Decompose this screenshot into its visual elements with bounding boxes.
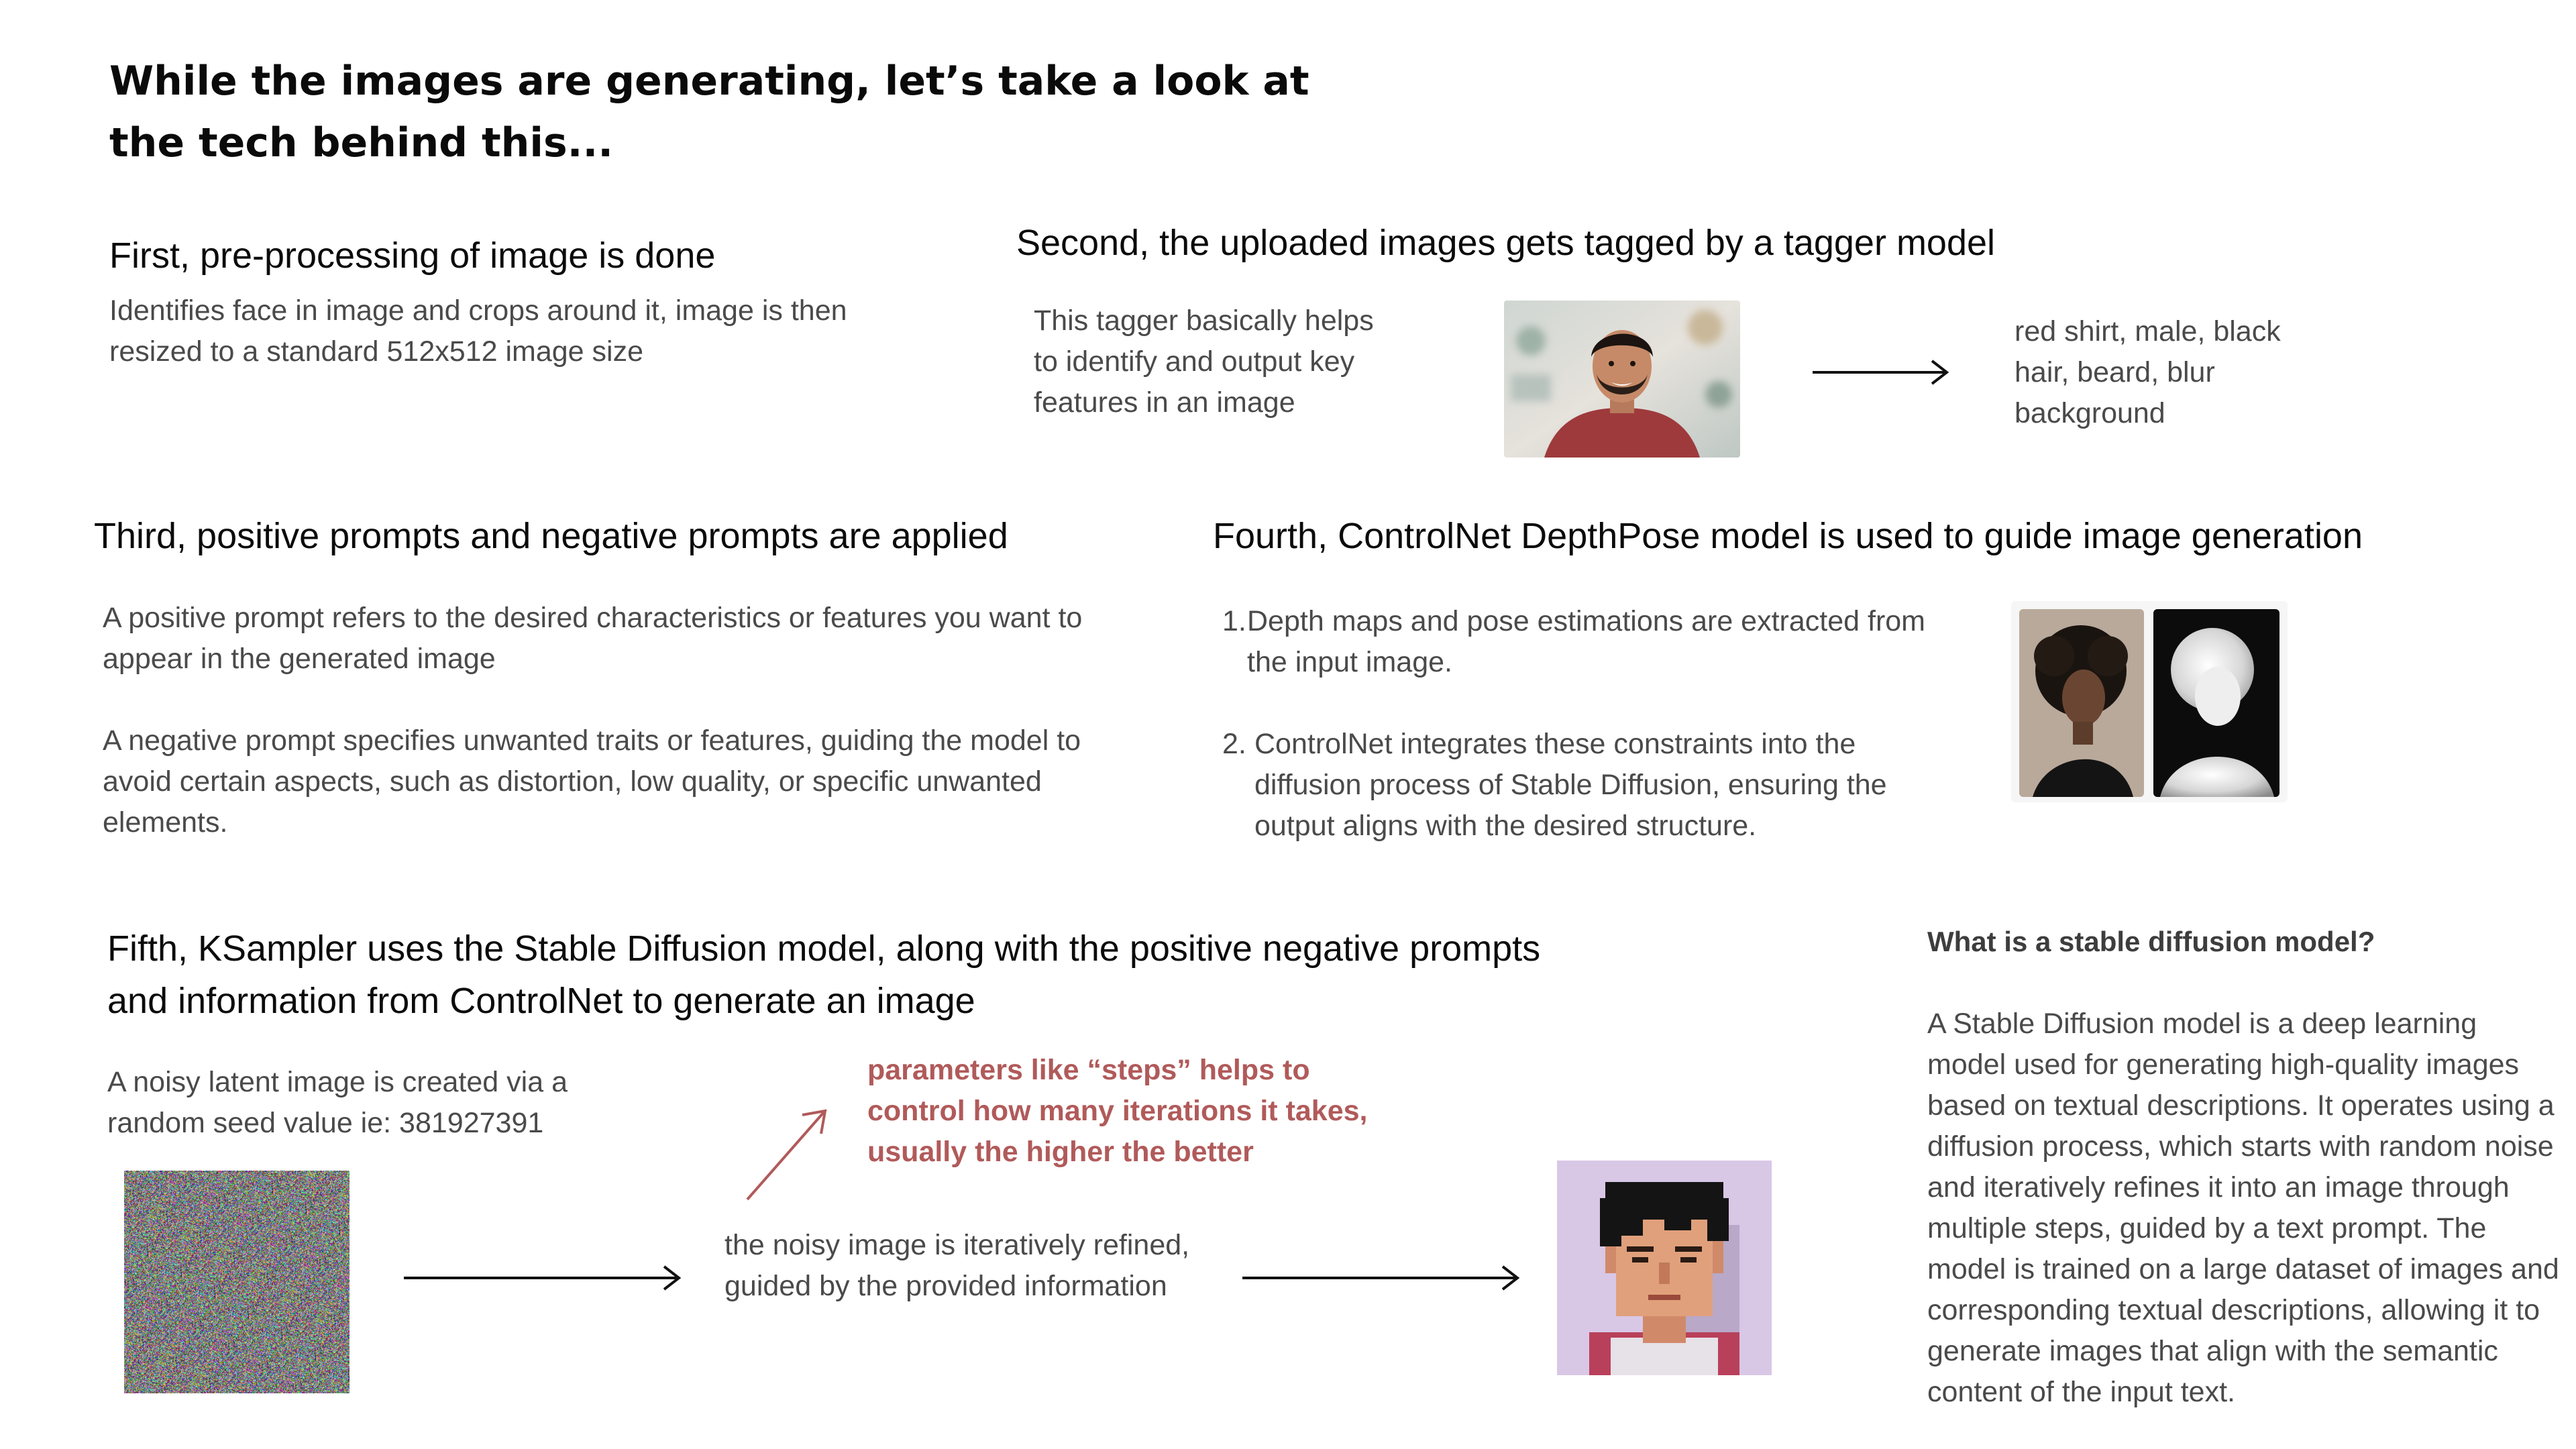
list-number: 1.	[1222, 605, 1246, 637]
step5-heading: Fifth, KSampler uses the Stable Diffusio…	[107, 928, 1541, 1021]
list-text: ControlNet integrates these constraints …	[1254, 728, 1887, 842]
right-arrow-icon	[1813, 360, 1949, 385]
tagger-output-tags: red shirt, male, black hair, beard, blur…	[2015, 315, 2281, 429]
list-number: 2.	[1222, 728, 1246, 760]
noise-image	[124, 1171, 350, 1393]
sd-answer: A Stable Diffusion model is a deep learn…	[1927, 1008, 2559, 1408]
sd-question: What is a stable diffusion model?	[1927, 926, 2375, 957]
noise-description: A noisy latent image is created via a ra…	[107, 1066, 568, 1139]
page-title: While the images are generating, let’s t…	[109, 58, 1309, 166]
list-item: 1. Depth maps and pose estimations are e…	[1222, 601, 1933, 683]
step1-heading: First, pre-processing of image is done	[109, 235, 716, 276]
noise-canvas	[124, 1171, 350, 1393]
refine-description: the noisy image is iteratively refined, …	[724, 1229, 1190, 1302]
positive-prompt-text: A positive prompt refers to the desired …	[103, 602, 1083, 675]
negative-prompt-text: A negative prompt specifies unwanted tra…	[103, 724, 1081, 839]
depth-map	[2153, 609, 2279, 797]
list-item: 2. ControlNet integrates these constrain…	[1222, 724, 1933, 847]
step2-heading: Second, the uploaded images gets tagged …	[1016, 223, 1996, 263]
list-text: Depth maps and pose estimations are extr…	[1247, 605, 1926, 678]
step1-body: Identifies face in image and crops aroun…	[109, 294, 847, 368]
step2-body: This tagger basically helps to identify …	[1034, 305, 1374, 419]
steps-annotation: parameters like “steps” helps to control…	[867, 1054, 1368, 1168]
step3-heading: Third, positive prompts and negative pro…	[94, 516, 1008, 556]
step4-heading: Fourth, ControlNet DepthPose model is us…	[1213, 516, 2363, 556]
right-arrow-icon	[404, 1265, 682, 1291]
pixel-art-portrait	[1557, 1161, 1772, 1375]
controlnet-images	[2011, 601, 2288, 802]
controlnet-step-list: 1. Depth maps and pose estimations are e…	[1222, 601, 1933, 847]
portrait-photo-image	[1504, 301, 1740, 458]
portrait-photo	[1504, 301, 1740, 458]
up-right-arrow-icon	[746, 1109, 827, 1201]
pose-photo	[2019, 609, 2144, 797]
pixel-art-output	[1556, 1161, 1772, 1375]
right-arrow-icon	[1242, 1265, 1520, 1291]
